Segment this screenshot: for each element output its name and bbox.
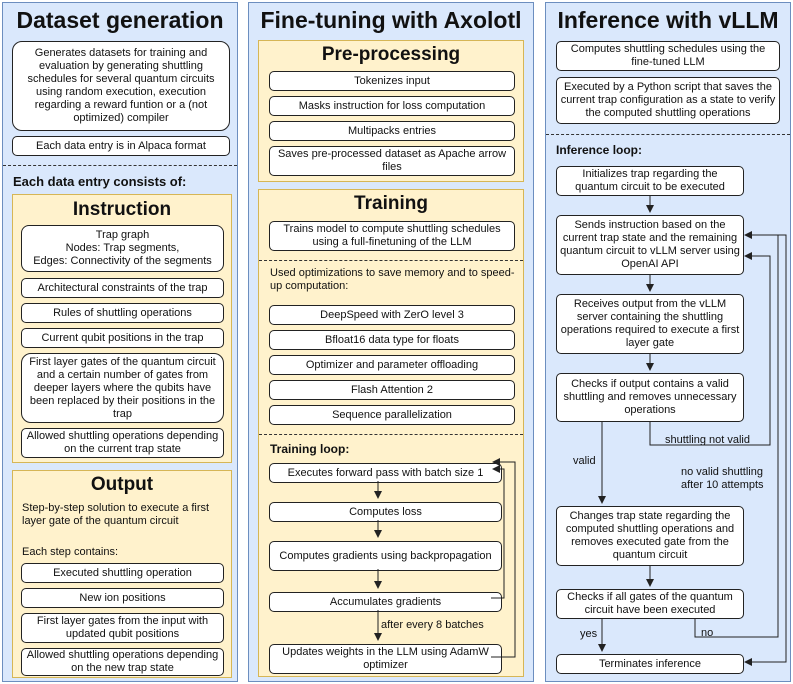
- optimizations-label: Used optimizations to save memory and to…: [270, 267, 515, 292]
- optim-item-offloading: Optimizer and parameter offloading: [269, 355, 515, 375]
- pre-item-save: Saves pre-processed dataset as Apache ar…: [269, 146, 515, 176]
- instruction-section: Instruction Trap graph Nodes: Trap segme…: [12, 194, 232, 463]
- section-divider: [3, 165, 237, 166]
- optim-item-sequence-parallel: Sequence parallelization: [269, 405, 515, 425]
- optim-item-bfloat16: Bfloat16 data type for floats: [269, 330, 515, 350]
- each-step-label: Each step contains:: [22, 546, 119, 558]
- preprocessing-title: Pre-processing: [321, 44, 461, 65]
- finetuning-panel: Fine-tuning with Axolotl Pre-processing …: [248, 2, 534, 682]
- inference-step-check-gates: Checks if all gates of the quantum circu…: [556, 589, 744, 619]
- output-item-updated-gates: First layer gates from the input with up…: [21, 613, 224, 643]
- training-divider-2: [259, 434, 523, 435]
- training-title: Training: [354, 193, 428, 214]
- dataset-intro-box: Generates datasets for training and eval…: [12, 41, 230, 131]
- output-title: Output: [90, 474, 154, 495]
- arrow-not-valid-retry: [649, 252, 771, 446]
- training-section: Training Trains model to compute shuttli…: [258, 189, 524, 677]
- pre-item-tokenize: Tokenizes input: [269, 71, 515, 91]
- instruction-item-constraints: Architectural constraints of the trap: [21, 278, 224, 298]
- label-shuttling-not-valid: shuttling not valid: [665, 434, 750, 446]
- inference-panel: Inference with vLLM Computes shuttling s…: [545, 2, 791, 682]
- output-description: Step-by-step solution to execute a first…: [22, 502, 210, 527]
- output-item-allowed-ops: Allowed shuttling operations depending o…: [21, 648, 224, 676]
- arrow-accumulate-loop-back: [491, 465, 505, 599]
- optim-item-flash-attention: Flash Attention 2: [269, 380, 515, 400]
- instruction-item-rules: Rules of shuttling operations: [21, 303, 224, 323]
- pre-item-mask: Masks instruction for loss computation: [269, 96, 515, 116]
- arrow-no-valid-terminate: [744, 234, 787, 666]
- training-divider-1: [259, 260, 523, 261]
- instruction-item-qubit-positions: Current qubit positions in the trap: [21, 328, 224, 348]
- instruction-title: Instruction: [72, 199, 172, 220]
- finetuning-title: Fine-tuning with Axolotl: [260, 7, 522, 33]
- inference-step-check-output: Checks if output contains a valid shuttl…: [556, 373, 744, 422]
- loop-compute-gradients: Computes gradients using backpropagation: [269, 541, 502, 571]
- preprocessing-section: Pre-processing Tokenizes input Masks ins…: [258, 40, 524, 182]
- instruction-item-first-layer-gates: First layer gates of the quantum circuit…: [21, 353, 224, 423]
- loop-update-weights: Updates weights in the LLM using AdamW o…: [269, 644, 502, 674]
- training-description: Trains model to compute shuttling schedu…: [269, 221, 515, 251]
- output-item-executed-op: Executed shuttling operation: [21, 563, 224, 583]
- label-no: no: [701, 627, 714, 639]
- arrow-no-loop-back: [694, 231, 779, 638]
- loop-compute-loss: Computes loss: [269, 502, 502, 522]
- inference-title: Inference with vLLM: [557, 7, 779, 33]
- label-no-valid-shuttling: no valid shuttling after 10 attempts: [681, 466, 764, 491]
- dataset-generation-title: Dataset generation: [16, 7, 224, 33]
- inference-step-receive: Receives output from the vLLM server con…: [556, 294, 744, 354]
- data-entry-heading: Each data entry consists of:: [13, 174, 187, 189]
- inference-step-init: Initializes trap regarding the quantum c…: [556, 166, 744, 196]
- loop-forward-pass: Executes forward pass with batch size 1: [269, 463, 502, 483]
- inference-description-1: Computes shuttling schedules using the f…: [556, 41, 780, 71]
- output-section: Output Step-by-step solution to execute …: [12, 470, 232, 678]
- training-loop-title: Training loop:: [270, 442, 350, 456]
- inference-description-2: Executed by a Python script that saves t…: [556, 77, 780, 124]
- dataset-generation-panel: Dataset generation Generates datasets fo…: [2, 2, 238, 682]
- inference-loop-title: Inference loop:: [556, 143, 643, 157]
- optim-item-deepspeed: DeepSpeed with ZerO level 3: [269, 305, 515, 325]
- arrow-update-loop-back: [491, 458, 516, 658]
- label-yes: yes: [580, 628, 598, 640]
- inference-step-change-state: Changes trap state regarding the compute…: [556, 506, 744, 566]
- inference-step-send: Sends instruction based on the current t…: [556, 215, 744, 275]
- instruction-item-trap-graph: Trap graph Nodes: Trap segments, Edges: …: [21, 225, 224, 272]
- output-item-ion-positions: New ion positions: [21, 588, 224, 608]
- instruction-item-allowed-ops: Allowed shuttling operations depending o…: [21, 428, 224, 458]
- label-valid: valid: [573, 455, 596, 467]
- after-batches-label: after every 8 batches: [381, 619, 484, 631]
- inference-divider: [546, 134, 790, 135]
- loop-accumulate-gradients: Accumulates gradients: [269, 592, 502, 612]
- inference-step-terminate: Terminates inference: [556, 654, 744, 674]
- alpaca-format-box: Each data entry is in Alpaca format: [12, 136, 230, 156]
- pre-item-multipack: Multipacks entries: [269, 121, 515, 141]
